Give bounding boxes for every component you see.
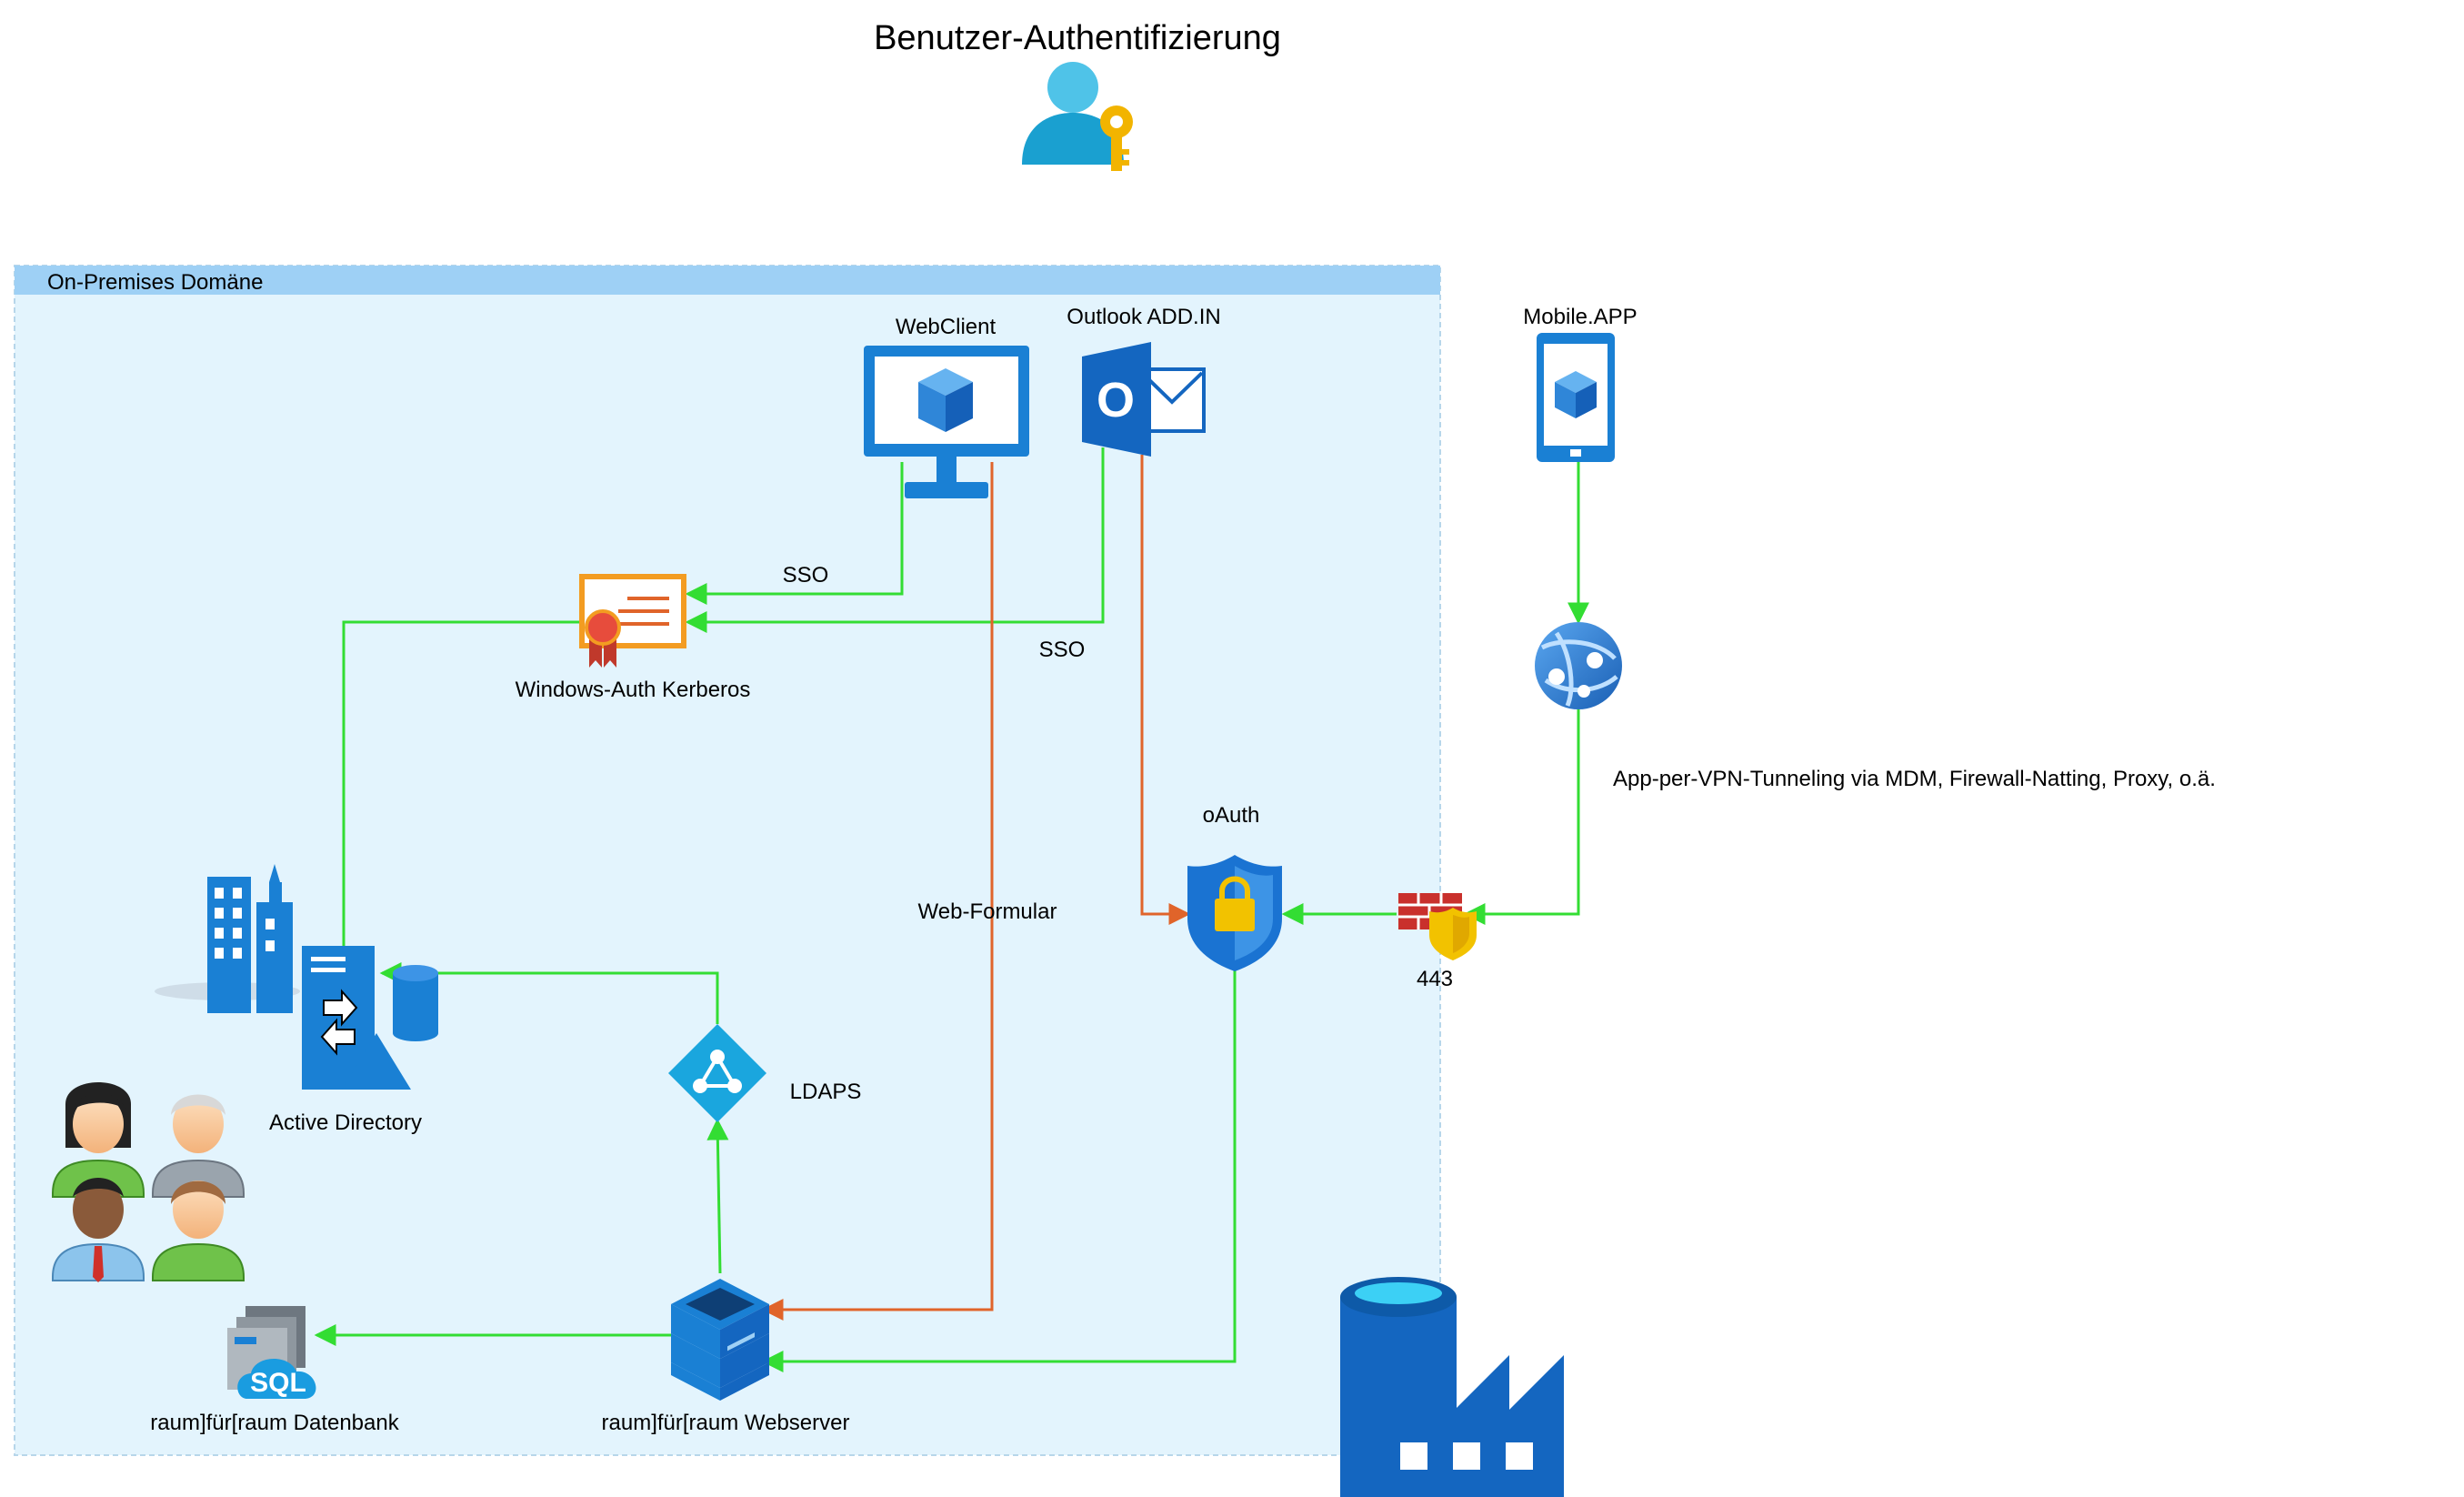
ldaps-label: LDAPS — [790, 1080, 862, 1104]
user-key-icon — [1022, 62, 1133, 171]
user-1 — [52, 1082, 145, 1198]
web-formular-label: Web-Formular — [918, 899, 1057, 924]
outlook-label: Outlook ADD.IN — [1067, 305, 1220, 329]
domain-label: On-Premises Domäne — [47, 270, 263, 295]
edge-webclient-webserver — [761, 462, 994, 1321]
active-directory-node[interactable]: Active Directory — [155, 864, 438, 1135]
sso-label-webclient: SSO — [783, 563, 829, 588]
vpn-globe-node: App-per-VPN-Tunneling via MDM, Firewall-… — [1535, 622, 2216, 791]
sso-label-outlook: SSO — [1039, 638, 1086, 662]
buildings-icon — [155, 864, 300, 1013]
directory-server-icon — [302, 946, 438, 1090]
edge-webclient-kerberos — [685, 462, 904, 605]
users-group-icon — [52, 1082, 245, 1282]
firewall-icon — [1398, 893, 1477, 960]
edge-oauth-webserver — [761, 970, 1237, 1372]
mobile-label: Mobile.APP — [1523, 305, 1637, 329]
user-4 — [152, 1181, 245, 1281]
phone-icon — [1537, 333, 1615, 462]
firewall-port-label: 443 — [1417, 967, 1453, 991]
edges — [314, 447, 1589, 1372]
webserver-node[interactable]: raum]für[raum Webserver — [602, 1279, 850, 1435]
server-icon — [671, 1279, 769, 1401]
user-2 — [152, 1094, 245, 1198]
user-3 — [52, 1178, 145, 1282]
webserver-label: raum]für[raum Webserver — [602, 1411, 850, 1435]
oauth-label: oAuth — [1203, 803, 1260, 828]
outlook-icon: O — [1082, 342, 1206, 457]
ldaps-icon — [668, 1024, 766, 1122]
webclient-label: WebClient — [896, 315, 997, 339]
datenbank-label: raum]für[raum Datenbank — [150, 1411, 399, 1435]
data-factory-icon — [1340, 1277, 1564, 1497]
edge-ldaps-ad — [379, 962, 719, 1024]
oauth-node[interactable]: oAuth — [1187, 803, 1282, 971]
certificate-icon — [579, 574, 686, 668]
firewall-node: 443 — [1398, 893, 1477, 991]
monitor-icon — [864, 346, 1029, 498]
datenbank-node[interactable]: SQL raum]für[raum Datenbank — [150, 1306, 400, 1435]
page-title: Benutzer-Authentifizierung — [874, 19, 1281, 57]
kerberos-label: Windows-Auth Kerberos — [516, 678, 751, 702]
sql-text: SQL — [250, 1368, 306, 1398]
edge-outlook-kerberos — [685, 447, 1105, 633]
vpn-note: App-per-VPN-Tunneling via MDM, Firewall-… — [1613, 767, 2216, 791]
outlook-letter: O — [1097, 373, 1135, 427]
sql-database-icon: SQL — [227, 1306, 316, 1399]
kerberos-node[interactable]: Windows-Auth Kerberos — [516, 574, 751, 702]
outlook-node[interactable]: Outlook ADD.IN O — [1067, 305, 1221, 457]
edge-globe-firewall — [1463, 709, 1580, 925]
ldaps-node[interactable]: LDAPS — [668, 1024, 861, 1122]
edge-kerberos-ad — [333, 620, 582, 980]
edge-webserver-ldaps — [706, 1118, 729, 1274]
active-directory-label: Active Directory — [269, 1110, 422, 1135]
webclient-node[interactable]: WebClient — [864, 315, 1029, 498]
edge-outlook-oauth — [1140, 455, 1191, 925]
web-app-globe-icon — [1535, 622, 1622, 709]
shield-lock-icon — [1187, 855, 1282, 971]
on-premises-domain: On-Premises Domäne — [14, 265, 1441, 1456]
mobile-node[interactable]: Mobile.APP — [1523, 305, 1638, 462]
